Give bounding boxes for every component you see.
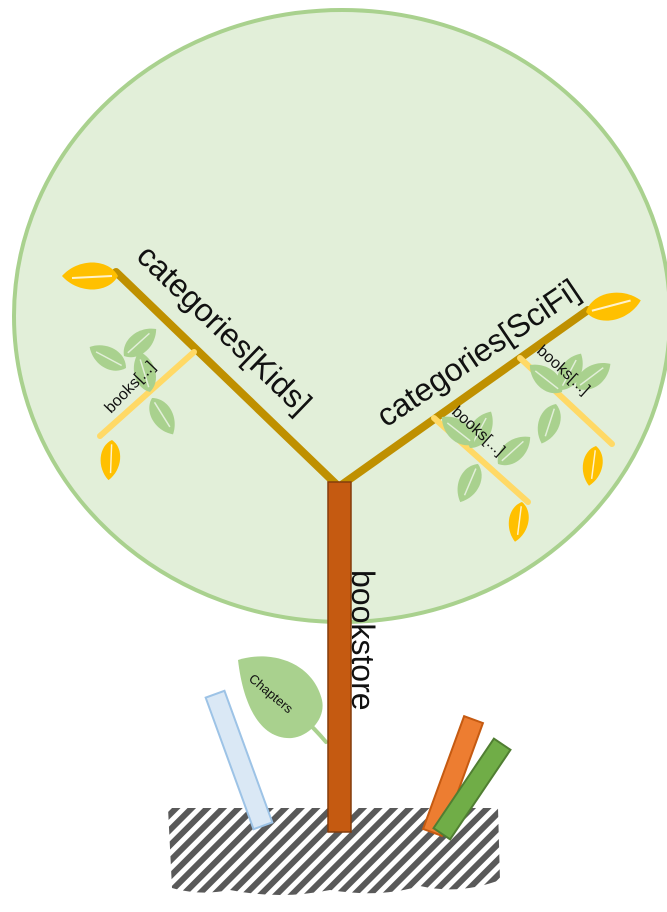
label-bookstore: bookstore [345, 570, 381, 711]
falling-leaf-chapters: Chapters [238, 656, 326, 742]
